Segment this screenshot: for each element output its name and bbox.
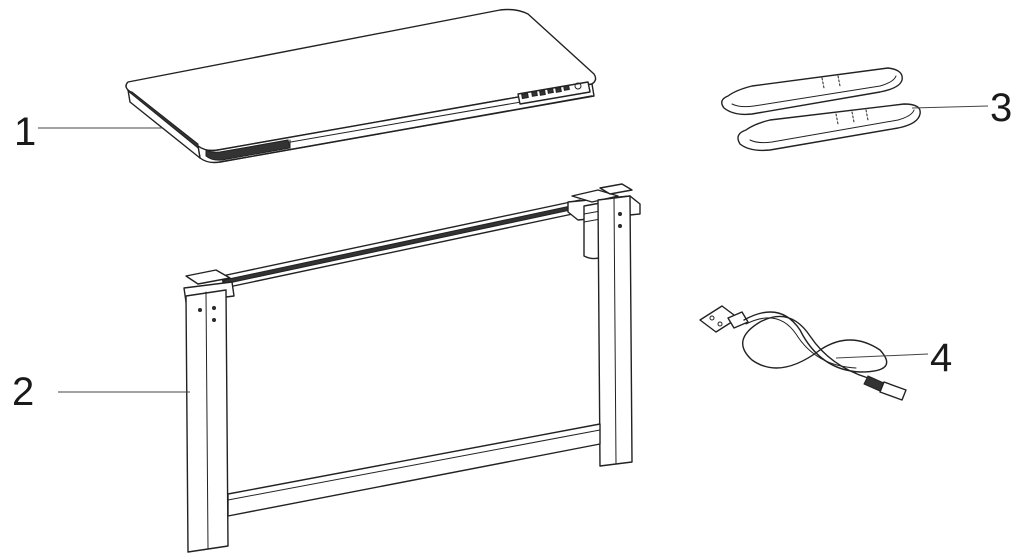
feet-part <box>721 67 921 152</box>
leader-line-4 <box>835 353 929 359</box>
callout-number-2: 2 <box>12 370 35 414</box>
leader-lines <box>38 105 989 393</box>
callout-number-1: 1 <box>14 110 37 154</box>
desktop-part <box>125 8 597 164</box>
power-cable-part <box>699 305 907 401</box>
callout-number-3: 3 <box>990 86 1013 130</box>
callout-number-4: 4 <box>930 336 953 380</box>
control-panel-buttons <box>521 82 582 100</box>
frame-part <box>183 183 641 553</box>
leader-line-3 <box>911 105 989 109</box>
